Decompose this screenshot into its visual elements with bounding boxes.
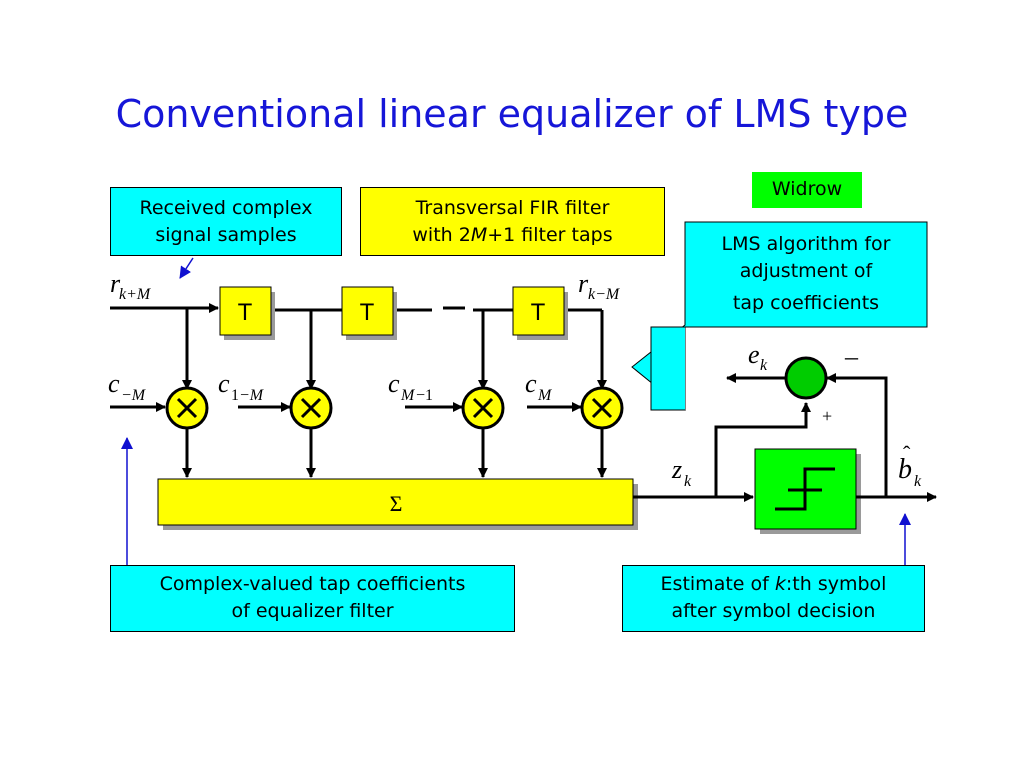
received-samples-callout: Received complex signal samples bbox=[110, 187, 342, 256]
received-callout-line2: signal samples bbox=[155, 224, 297, 246]
feedback-z-line bbox=[714, 402, 811, 497]
label-b-base: b bbox=[898, 454, 912, 485]
label-b-sub: k bbox=[914, 473, 922, 490]
received-pointer-arrow bbox=[179, 257, 194, 279]
complex-coefficients-callout: Complex-valued tap coefficients of equal… bbox=[110, 565, 515, 632]
label-z-base: z bbox=[671, 455, 682, 484]
label-e-base: e bbox=[748, 340, 760, 369]
label-c2-sub-num: 1 bbox=[231, 387, 239, 404]
lms-callout-line2: adjustment of bbox=[740, 260, 874, 282]
slide-title: Conventional linear equalizer of LMS typ… bbox=[115, 92, 909, 136]
error-summer-node bbox=[784, 356, 828, 400]
label-r-out-base: r bbox=[578, 269, 589, 298]
label-b-hat: ˆ bbox=[903, 441, 911, 466]
feedback-b-line bbox=[826, 373, 888, 497]
label-c-minus-m: c −M bbox=[108, 369, 147, 404]
delay-3-label: T bbox=[530, 301, 545, 326]
fir-callout-line2: with 2M+1 filter taps bbox=[361, 222, 664, 249]
delay-box-1: T bbox=[219, 286, 275, 340]
estimate-callout-line1: Estimate of k:th symbol bbox=[623, 571, 924, 598]
fir-filter-callout: Transversal FIR filter with 2M+1 filter … bbox=[360, 187, 665, 256]
plus-sign: + bbox=[822, 406, 832, 426]
complex-callout-line2: of equalizer filter bbox=[231, 600, 394, 622]
fir-callout-line1: Transversal FIR filter bbox=[415, 197, 610, 219]
step-function-icon bbox=[775, 467, 835, 511]
label-c3-sub: M bbox=[400, 387, 416, 404]
label-r-out: r k−M bbox=[578, 269, 621, 303]
sum-symbol: Σ bbox=[390, 491, 403, 516]
label-c-m: c M bbox=[525, 369, 553, 404]
label-c-1-minus-m: c 1 −M bbox=[218, 369, 265, 404]
label-c4-sub: M bbox=[537, 387, 553, 404]
summation-block: Σ bbox=[157, 478, 638, 530]
lms-callout-line1: LMS algorithm for bbox=[722, 233, 891, 255]
label-c2-base: c bbox=[218, 369, 230, 398]
label-c3-sub-num: −1 bbox=[416, 387, 433, 404]
multiplier-3 bbox=[461, 386, 505, 430]
label-r-in: r k+M bbox=[110, 269, 152, 303]
fir-callout-line2-m: M bbox=[470, 224, 488, 246]
label-c2-sub: −M bbox=[239, 387, 265, 404]
label-z-k: z k bbox=[671, 455, 692, 490]
estimate-symbol-callout: Estimate of k:th symbol after symbol dec… bbox=[622, 565, 925, 632]
label-e-k: e k bbox=[748, 340, 768, 374]
fir-callout-line2-post: +1 filter taps bbox=[487, 224, 613, 246]
estimate-callout-line1-k: k bbox=[774, 573, 786, 595]
widrow-badge: Widrow bbox=[752, 172, 862, 208]
label-c-m-minus-1: c M −1 bbox=[388, 369, 433, 404]
estimate-callout-line1-pre: Estimate of bbox=[660, 573, 775, 595]
received-callout-line1: Received complex bbox=[139, 197, 313, 219]
label-b-hat-k: b ˆ k bbox=[898, 441, 922, 490]
label-r-in-sub: k+M bbox=[119, 286, 152, 303]
multiplier-2 bbox=[289, 386, 333, 430]
label-e-sub: k bbox=[760, 357, 768, 374]
delay-box-2: T bbox=[341, 286, 397, 340]
label-z-sub: k bbox=[684, 473, 692, 490]
delay-box-3: T bbox=[512, 286, 568, 340]
estimate-callout-line1-post: :th symbol bbox=[785, 573, 887, 595]
label-c1-base: c bbox=[108, 369, 120, 398]
lms-arrow-shaft bbox=[651, 327, 685, 410]
lms-callout-line3: tap coefficients bbox=[733, 292, 879, 314]
delay-1-label: T bbox=[237, 301, 252, 326]
multiplier-1 bbox=[165, 386, 209, 430]
multiplier-4 bbox=[580, 386, 624, 430]
label-c1-sub: −M bbox=[121, 387, 147, 404]
label-c3-base: c bbox=[388, 369, 400, 398]
delay-2-label: T bbox=[359, 301, 374, 326]
label-r-out-sub: k−M bbox=[588, 286, 621, 303]
lms-arrow-shaft-outline bbox=[650, 326, 685, 411]
estimate-callout-line2: after symbol decision bbox=[671, 600, 876, 622]
complex-callout-line1: Complex-valued tap coefficients bbox=[159, 573, 466, 595]
label-r-in-base: r bbox=[110, 269, 121, 298]
decision-block bbox=[754, 448, 861, 534]
label-c4-base: c bbox=[525, 369, 537, 398]
minus-sign: – bbox=[844, 342, 859, 371]
fir-callout-line2-pre: with 2 bbox=[412, 224, 471, 246]
